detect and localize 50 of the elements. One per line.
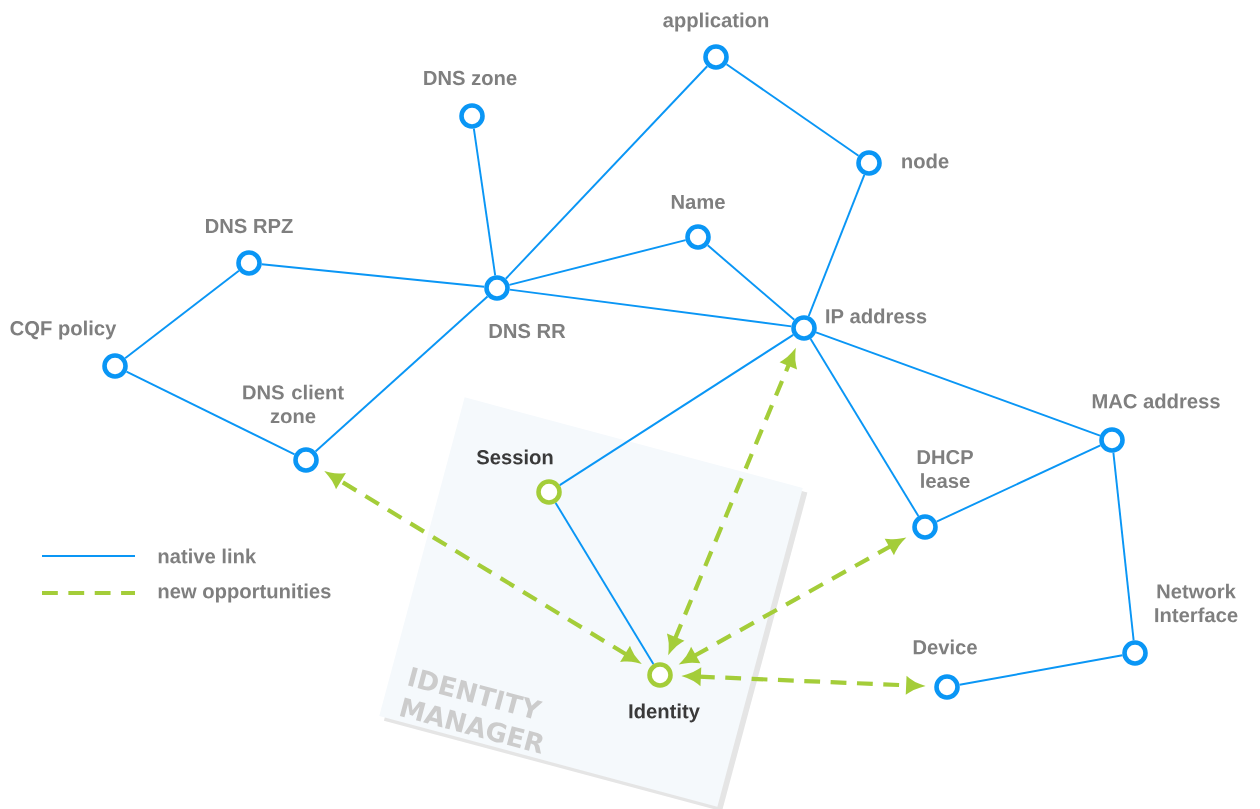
node-label: Network Interface xyxy=(1155,583,1238,623)
node-label: DNS zone xyxy=(424,70,517,86)
link-line xyxy=(124,269,240,360)
link-line xyxy=(958,654,1124,686)
node-label: DNS RPZ xyxy=(206,218,293,234)
network-node: application xyxy=(663,12,769,70)
network-node: DNS client zone xyxy=(243,384,344,473)
node-label: Session xyxy=(476,449,553,465)
network-node: IP address xyxy=(791,308,927,341)
link-line xyxy=(260,263,486,288)
link-line xyxy=(815,331,1101,437)
link-line xyxy=(472,127,497,277)
network-node: DNS RPZ xyxy=(206,218,293,276)
link-line xyxy=(314,295,489,453)
legend-label: new opportunities xyxy=(158,583,331,603)
node-label: application xyxy=(663,12,769,32)
network-node: DNS zone xyxy=(424,70,517,129)
network-node: Identity xyxy=(629,662,700,723)
dashed-arrow xyxy=(327,472,639,663)
network-node: DHCP lease xyxy=(912,450,973,540)
link-line xyxy=(508,239,687,286)
link-line xyxy=(725,63,860,157)
legend-label: native link xyxy=(158,548,257,564)
link-line xyxy=(809,337,920,518)
node-label: IP address xyxy=(826,308,927,324)
link-line xyxy=(935,444,1102,523)
node-label: CQF policy xyxy=(10,320,117,340)
network-node: Network Interface xyxy=(1122,583,1238,666)
node-label: Name xyxy=(671,194,725,210)
link-line xyxy=(1112,451,1135,642)
link-line xyxy=(504,65,709,280)
network-node: Session xyxy=(476,449,562,505)
node-label: node xyxy=(902,153,949,169)
node-label: Identity xyxy=(629,703,700,723)
link-line xyxy=(807,173,866,318)
network-node: node xyxy=(856,150,949,176)
node-label: DHCP lease xyxy=(917,449,973,489)
link-line xyxy=(508,288,793,328)
network-node: CQF policy xyxy=(10,320,128,379)
network-node: Name xyxy=(671,194,725,250)
network-node: Device xyxy=(913,639,977,700)
node-label: DNS RR xyxy=(489,323,566,339)
link-line xyxy=(554,501,655,666)
node-label: MAC address xyxy=(1092,393,1220,409)
node-label: Device xyxy=(913,639,977,655)
link-line xyxy=(706,244,796,321)
node-label: DNS client zone xyxy=(243,384,344,424)
network-node: DNS RR xyxy=(484,275,566,339)
link-line xyxy=(125,370,296,456)
network-node: MAC address xyxy=(1092,393,1220,453)
